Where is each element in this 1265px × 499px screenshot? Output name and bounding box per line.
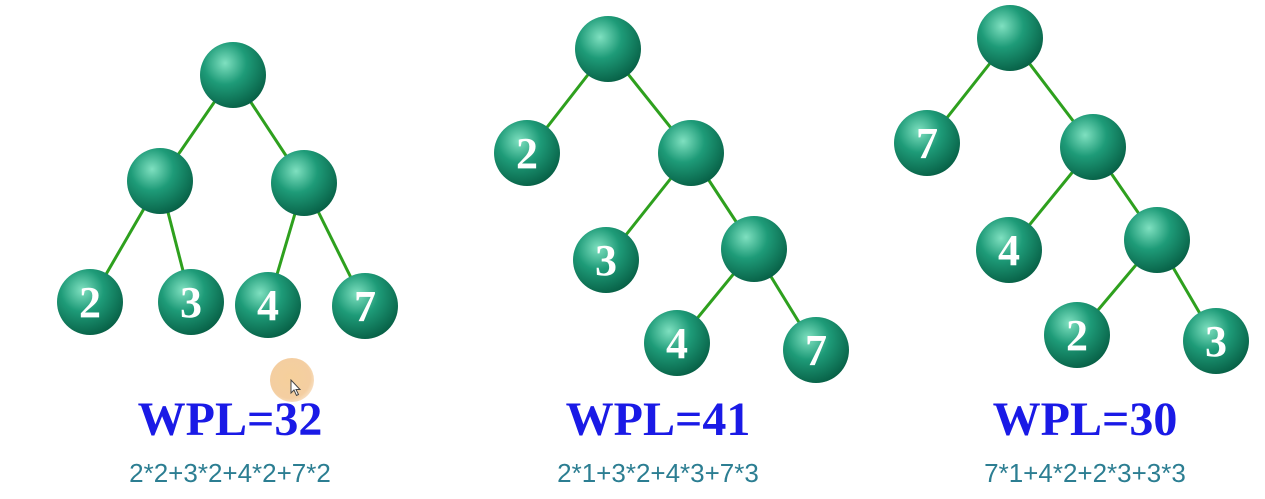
node-sphere <box>573 227 639 293</box>
node-sphere <box>200 42 266 108</box>
leaf-node-4: 4 <box>235 272 301 338</box>
node-sphere <box>494 120 560 186</box>
node-weight-label: 4 <box>257 281 279 330</box>
mouse-cursor-highlight <box>270 358 314 402</box>
node-sphere <box>644 310 710 376</box>
node-sphere <box>235 272 301 338</box>
wpl-label-tree-3: WPL=30 <box>992 393 1178 446</box>
internal-node <box>271 150 337 216</box>
leaf-node-3: 3 <box>158 269 224 335</box>
internal-node <box>127 148 193 214</box>
node-sphere <box>977 5 1043 71</box>
internal-node <box>1060 114 1126 180</box>
node-weight-label: 2 <box>516 129 538 178</box>
node-weight-label: 3 <box>180 278 202 327</box>
node-weight-label: 2 <box>79 278 101 327</box>
node-weight-label: 4 <box>998 226 1020 275</box>
node-weight-label: 7 <box>916 119 938 168</box>
node-sphere <box>658 120 724 186</box>
tree-balanced: 2 3 4 7 <box>57 42 398 339</box>
node-sphere <box>783 317 849 383</box>
node-sphere <box>271 150 337 216</box>
internal-node <box>977 5 1043 71</box>
node-weight-label: 3 <box>1205 317 1227 366</box>
tree-optimal: 7 42 3 <box>894 5 1249 374</box>
node-sphere <box>575 16 641 82</box>
node-sphere <box>1124 207 1190 273</box>
leaf-node-7: 7 <box>783 317 849 383</box>
leaf-node-2: 2 <box>494 120 560 186</box>
node-weight-label: 7 <box>805 326 827 375</box>
node-weight-label: 7 <box>354 282 376 331</box>
formula-tree-3: 7*1+4*2+2*3+3*3 <box>984 458 1186 488</box>
internal-node <box>1124 207 1190 273</box>
node-sphere <box>894 110 960 176</box>
node-sphere <box>127 148 193 214</box>
leaf-node-2: 2 <box>1044 302 1110 368</box>
node-sphere <box>158 269 224 335</box>
node-sphere <box>1060 114 1126 180</box>
wpl-label-tree-1: WPL=32 <box>137 393 323 446</box>
node-sphere <box>57 269 123 335</box>
internal-node <box>200 42 266 108</box>
cursor-arrow-icon <box>290 379 302 397</box>
internal-node <box>721 216 787 282</box>
formula-tree-1: 2*2+3*2+4*2+7*2 <box>129 458 331 488</box>
node-sphere <box>976 217 1042 283</box>
node-sphere <box>1044 302 1110 368</box>
tree-left-chain: 2 34 7 <box>494 16 849 383</box>
node-sphere <box>1183 308 1249 374</box>
formula-tree-2: 2*1+3*2+4*3+7*3 <box>557 458 759 488</box>
node-weight-label: 3 <box>595 236 617 285</box>
leaf-node-4: 4 <box>644 310 710 376</box>
leaf-node-3: 3 <box>573 227 639 293</box>
node-sphere <box>332 273 398 339</box>
internal-node <box>575 16 641 82</box>
internal-node <box>658 120 724 186</box>
leaf-node-7: 7 <box>332 273 398 339</box>
node-weight-label: 4 <box>666 319 688 368</box>
leaf-node-2: 2 <box>57 269 123 335</box>
leaf-node-3: 3 <box>1183 308 1249 374</box>
wpl-label-tree-2: WPL=41 <box>565 393 751 446</box>
leaf-node-7: 7 <box>894 110 960 176</box>
leaf-node-4: 4 <box>976 217 1042 283</box>
node-weight-label: 2 <box>1066 311 1088 360</box>
node-sphere <box>721 216 787 282</box>
